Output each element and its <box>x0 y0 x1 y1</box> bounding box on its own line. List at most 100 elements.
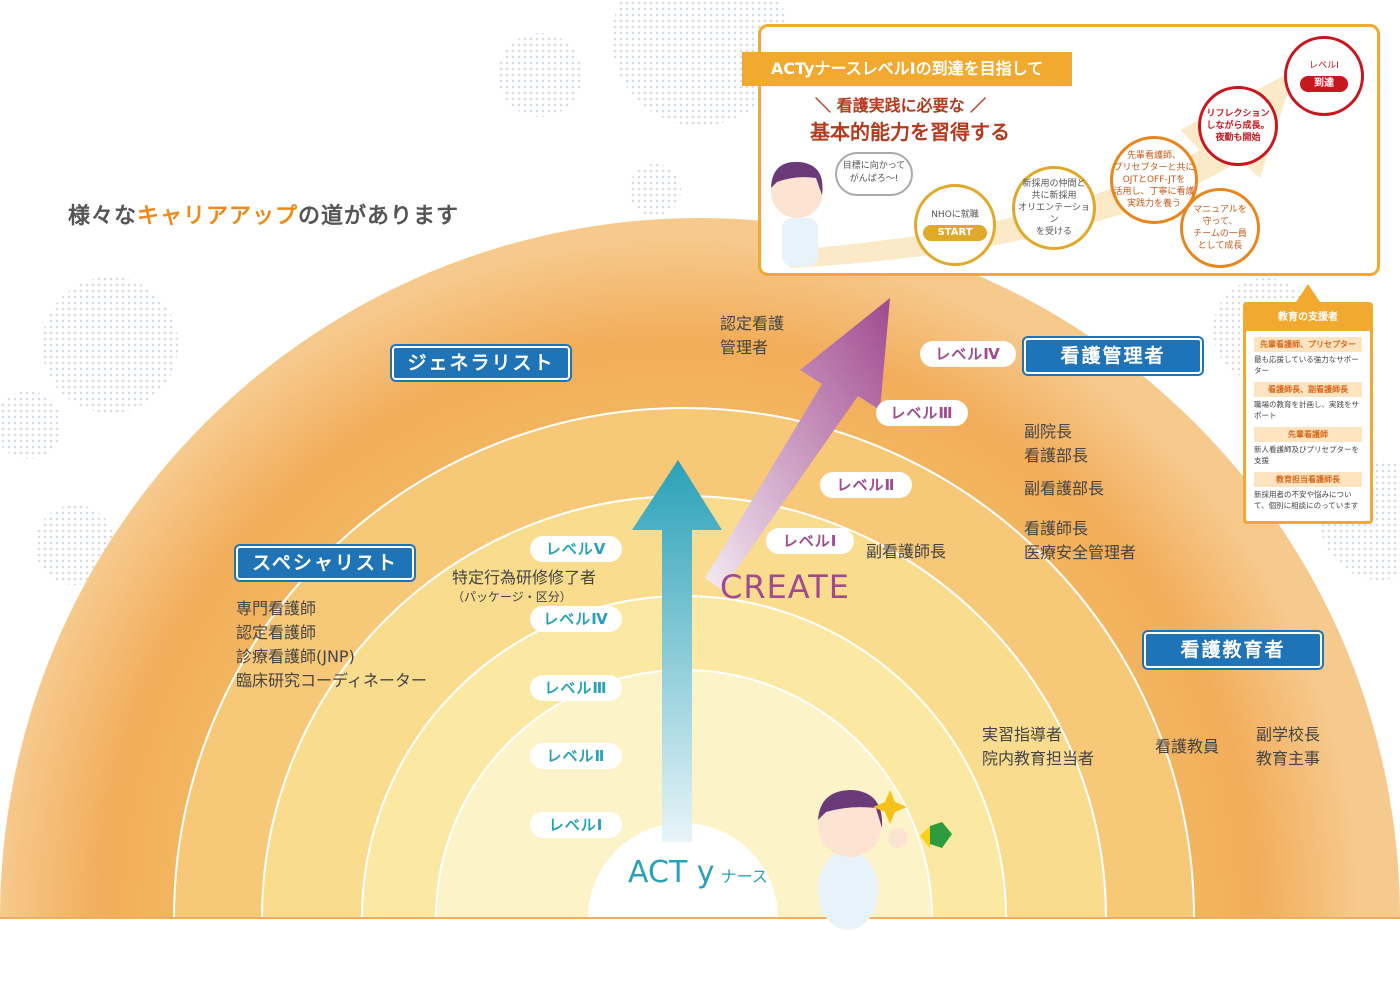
step-text: 活用し、丁寧に看護 <box>1113 187 1195 197</box>
headline: 様々なキャリアアップの道があります <box>68 198 459 230</box>
supporters-title: 教育の支援者 <box>1246 305 1370 331</box>
step-text: 夜勤も開始 <box>1215 133 1261 143</box>
level-pill-left: レベルⅣ <box>530 606 622 632</box>
start-badge: START <box>923 225 987 241</box>
role-cert-admin: 認定看護 管理者 <box>720 312 784 360</box>
supporter-item: 先輩看護師 新人看護師及びプリセプターを支援 <box>1246 427 1370 466</box>
dot-circle <box>498 33 582 117</box>
role-specialist-list: 専門看護師 認定看護師 診療看護師(JNP) 臨床研究コーディネーター <box>236 597 427 693</box>
dot-circle <box>629 164 681 216</box>
role-deputy-head: 副看護部長 <box>1024 479 1105 498</box>
step-text: 守って、 <box>1202 217 1238 227</box>
step-reflection: リフレクション しながら成長。 夜勤も開始 <box>1198 86 1278 166</box>
role-line: 副院長 <box>1024 422 1073 441</box>
supporter-desc: 最も応援している強力なサポーター <box>1254 355 1359 375</box>
step-text: OJTとOFF-JTを <box>1122 175 1186 185</box>
step-text: しながら成長。 <box>1206 121 1270 131</box>
step-manual: マニュアルを 守って、 チームの一員 として成長 <box>1180 188 1260 268</box>
goal-title: 基本的能力を習得する <box>810 120 1010 144</box>
level-pill-right: レベルⅡ <box>820 472 912 498</box>
headline-highlight: キャリアアップ <box>137 204 299 229</box>
level-pill-left: レベルⅢ <box>530 675 622 701</box>
badge-educator: 看護教育者 <box>1144 632 1322 668</box>
level-pill-right: レベルⅣ <box>920 341 1016 367</box>
step-text: 実践力を養う <box>1126 199 1181 209</box>
step-text: として成長 <box>1197 241 1243 251</box>
step-text: チームの一員 <box>1193 229 1247 239</box>
speech-line: がんばろ〜! <box>849 174 899 184</box>
dot-circle <box>42 277 178 413</box>
role-line: 認定看護 <box>720 314 785 333</box>
nurse-illustration-bottom <box>818 790 952 930</box>
speech-line: 目標に向かって <box>842 161 906 171</box>
act-label: ACT y ナース <box>628 855 768 890</box>
level-pill-left: レベルⅤ <box>530 536 622 562</box>
center-arc <box>588 823 778 918</box>
role-line: 実習指導者 <box>982 725 1063 744</box>
level-pill-right: レベルⅠ <box>766 528 854 554</box>
role-line: 管理者 <box>720 338 769 357</box>
role-line: 看護師長 <box>1024 519 1089 538</box>
role-line: 副学校長 <box>1256 725 1321 744</box>
level-pill-left: レベルⅡ <box>530 743 622 769</box>
headline-pre: 様々な <box>68 204 138 229</box>
act-main: ACT y <box>628 855 715 890</box>
step-text: 新採用の仲間と <box>1022 179 1086 189</box>
role-asst-head: 副看護師長 <box>866 542 947 561</box>
supporter-item: 先輩看護師、プリセプター 最も応援している強力なサポーター <box>1246 337 1370 376</box>
step-text: マニュアルを <box>1193 205 1247 215</box>
step-start: NHOに就職 START <box>914 184 996 266</box>
step-text: プリセプターと共に <box>1113 163 1195 173</box>
supporter-desc: 職場の教育を計画し、実践をサポート <box>1254 400 1359 420</box>
supporter-label: 先輩看護師、プリセプター <box>1254 337 1362 352</box>
supporters-box: 教育の支援者 先輩看護師、プリセプター 最も応援している強力なサポーター 看護師… <box>1243 302 1373 524</box>
supporter-desc: 新採用者の不安や悩みについて、個別に相談にのっています <box>1254 490 1359 510</box>
role-practice: 実習指導者 院内教育担当者 <box>982 723 1094 771</box>
level-pill-left: レベルⅠ <box>530 812 622 838</box>
step-text: リフレクション <box>1206 109 1270 119</box>
role-line: 看護部長 <box>1024 446 1089 465</box>
teal-arrow <box>632 460 722 842</box>
step-goal: レベルⅠ 到達 <box>1284 36 1364 116</box>
purple-arrow <box>705 298 890 590</box>
headline-post: の道があります <box>298 204 460 229</box>
supporter-item: 教育担当看護師長 新採用者の不安や悩みについて、個別に相談にのっています <box>1246 472 1370 511</box>
supporter-label: 教育担当看護師長 <box>1254 472 1362 487</box>
role-tokutei-sub: （パッケージ・区分） <box>452 590 572 604</box>
supporter-label: 先輩看護師 <box>1254 427 1362 442</box>
step-text: 共に新採用 <box>1031 191 1077 201</box>
role-tokutei: 特定行為研修修了者 <box>452 566 596 590</box>
role-vice-director: 副院長 看護部長 <box>1024 420 1088 468</box>
badge-manager: 看護管理者 <box>1024 338 1202 374</box>
act-suffix: ナース <box>720 867 768 886</box>
goal-subtitle: ＼ 看護実践に必要な ／ <box>815 96 987 115</box>
role-line: 特定行為研修修了者 <box>452 568 597 587</box>
dot-circle <box>612 0 788 126</box>
goal-badge: 到達 <box>1300 76 1348 92</box>
role-line: 診療看護師(JNP) <box>236 647 355 666</box>
role-line: 教育主事 <box>1256 749 1321 768</box>
dot-circle <box>35 505 115 585</box>
step-text: NHOに就職 <box>931 210 979 220</box>
step-orientation: 新採用の仲間と 共に新採用 オリエンテーション を受ける <box>1012 166 1096 250</box>
role-line: 臨床研究コーディネーター <box>236 671 427 690</box>
step-text: 先輩看護師、 <box>1126 151 1181 161</box>
role-line: 医療安全管理者 <box>1024 543 1137 562</box>
step-text: を受ける <box>1035 227 1072 237</box>
role-line: 専門看護師 <box>236 599 317 618</box>
supporter-label: 看護師長、副看護師長 <box>1254 382 1362 397</box>
role-teacher: 看護教員 <box>1155 737 1220 756</box>
supporter-desc: 新人看護師及びプリセプターを支援 <box>1254 445 1359 465</box>
create-label: CREATE <box>720 568 850 606</box>
supporter-item: 看護師長、副看護師長 職場の教育を計画し、実践をサポート <box>1246 382 1370 421</box>
role-vice-principal: 副学校長 教育主事 <box>1256 723 1320 771</box>
role-head-nurse: 看護師長 医療安全管理者 <box>1024 517 1136 565</box>
level-pill-right: レベルⅢ <box>876 400 968 426</box>
speech-bubble: 目標に向かって がんばろ〜! <box>835 152 913 196</box>
step-text: レベルⅠ <box>1309 61 1339 71</box>
badge-specialist: スペシャリスト <box>236 546 414 580</box>
badge-generalist: ジェネラリスト <box>392 346 570 380</box>
role-line: 院内教育担当者 <box>982 749 1095 768</box>
